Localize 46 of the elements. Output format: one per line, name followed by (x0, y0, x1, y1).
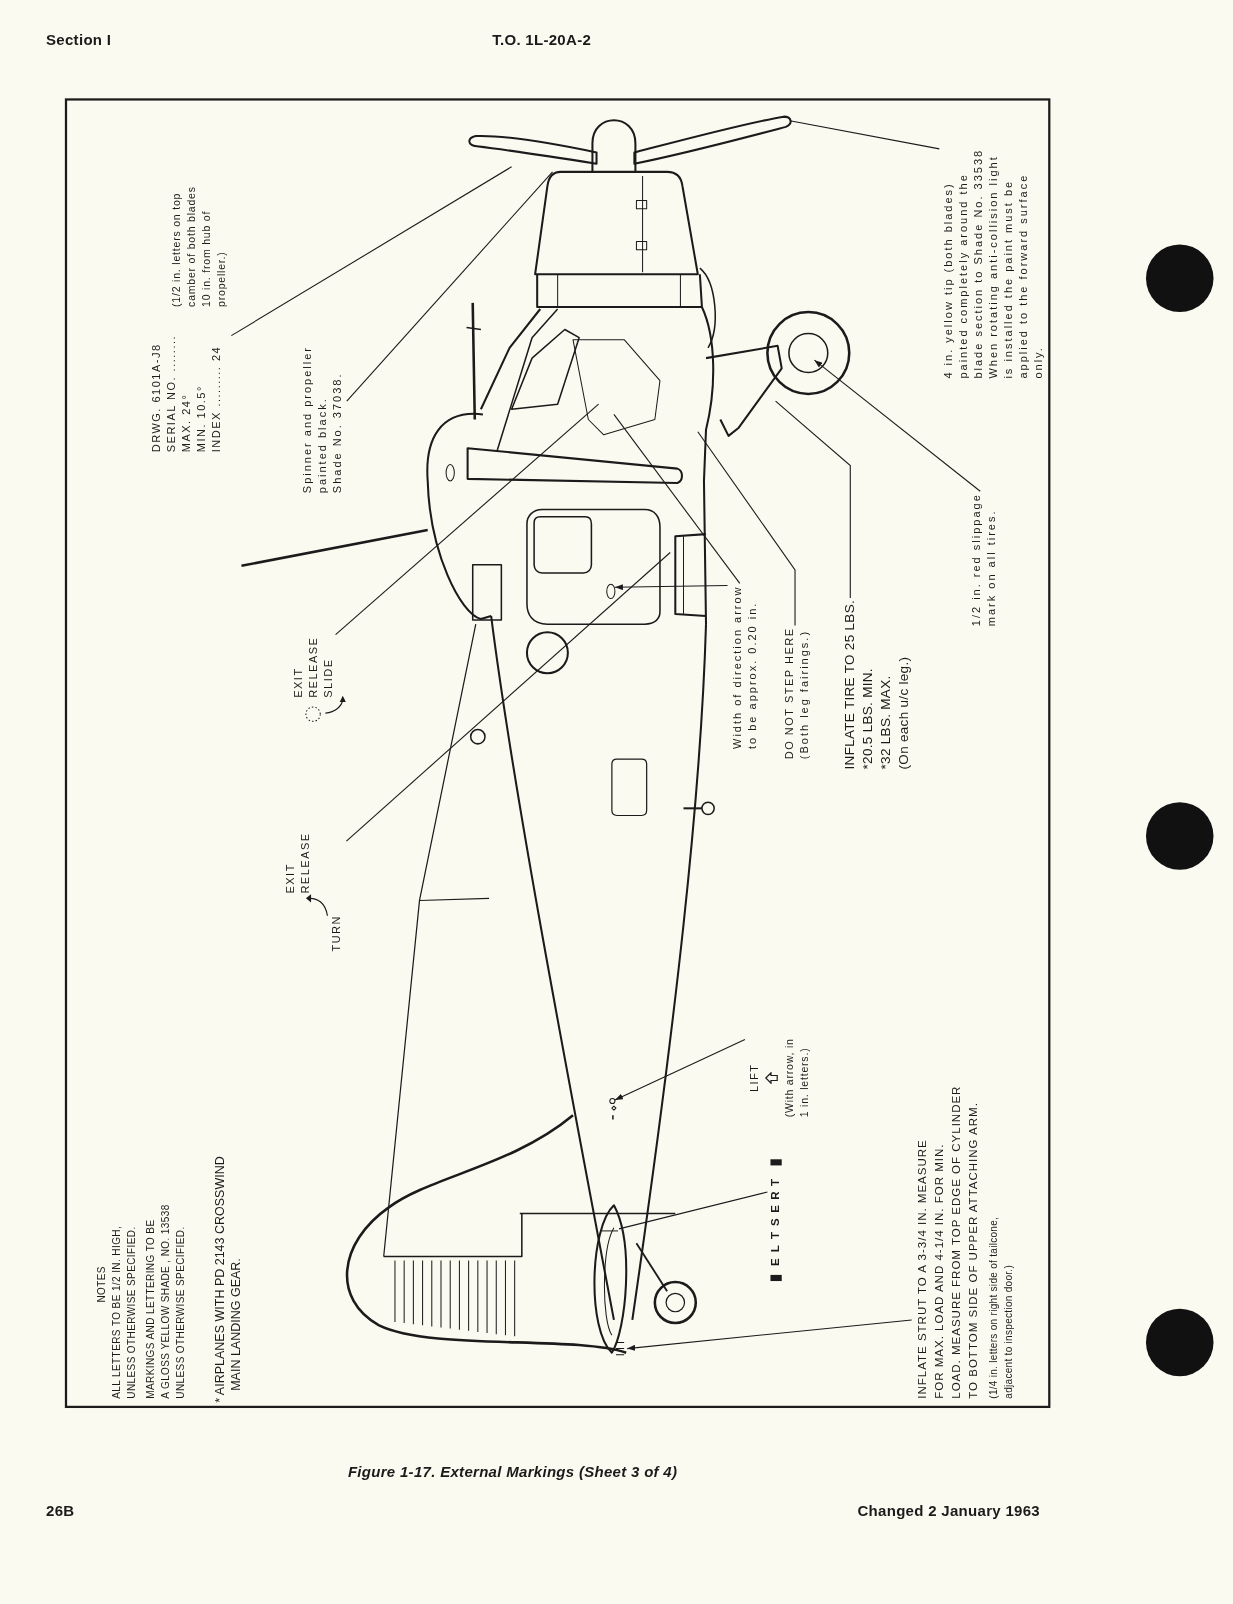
leader-line (697, 431, 796, 626)
leader-line (789, 120, 940, 150)
leader-line (614, 1039, 746, 1101)
note-text: * AIRPLANES WITH PD 2143 CROSSWIND MAIN LANDING GEAR. (211, 1156, 244, 1403)
callout-note: TURN (329, 915, 344, 952)
change-date: Changed 2 January 1963 (857, 1502, 1040, 1520)
leader-line (626, 1319, 913, 1351)
document-number: T.O. 1L-20A-2 (492, 30, 592, 48)
figure-caption: Figure 1-17. External Markings (Sheet 3 of 4) (347, 1463, 678, 1481)
callout-text: (On each u/c leg.) (895, 656, 913, 770)
callout-note: (With arrow, in 1 in. letters.) (781, 1038, 811, 1118)
callout-text: MAX. 24° (179, 393, 194, 453)
callout-text: *32 LBS. MAX. (877, 675, 895, 770)
note-text: MARKINGS AND LETTERING TO BE A GLOSS YELLOW SHADE , NO. 13538 UNLESS OTHERWISE SPECIFIED. (144, 1204, 188, 1399)
callout-text: Width of direction arrow to be approx. 0.20 in. (729, 585, 759, 749)
callout-note: (1/2 in. letters on top camber of both blades 10 in. from hub of propeller.) (169, 186, 229, 307)
callout-text: *20.5 LBS. MIN. (859, 668, 877, 770)
leader-line (346, 171, 554, 402)
callout-text: EXIT RELEASE (283, 832, 313, 894)
callout-text: 1/2 in. red slippage mark on all tires. (968, 493, 998, 627)
leader-line (618, 1191, 768, 1230)
callout-text: DRWG. 6101A-J8 (149, 343, 164, 453)
callout-text: INDEX ......... 24 (209, 345, 224, 453)
leader-line (230, 166, 513, 337)
leader-line (345, 552, 671, 842)
leader-line (775, 400, 851, 599)
stencil-text: TRESTLE (769, 1177, 783, 1268)
callout-text: (Both leg fairings.) (796, 629, 811, 760)
section-header: Section I (46, 30, 112, 48)
leader-line (614, 584, 729, 591)
leader-line (335, 403, 600, 636)
notes-heading: NOTES (95, 1266, 109, 1303)
leader-line (813, 359, 981, 492)
callout-text: 4 in. yellow tip (both blades) painted completely around the blade section to Shade No. 33538 When rotating anti-collision light is installed the paint must be applied to the forward surface only. (941, 148, 1046, 379)
callout-text: LIFT (746, 1063, 761, 1093)
callout-text: Spinner and propeller painted black. Shade No. 37038. (299, 346, 344, 494)
callout-text: INFLATE STRUT TO A 3-3/4 IN. MEASURE FOR MAX. LOAD AND 4-1/4 IN. FOR MIN. LOAD. MEASURE FROM TOP EDGE OF CYLINDER TO BOTTOM SIDE OF UPPER ATTACHING ARM. (914, 1085, 980, 1399)
note-text: ALL LETTERS TO BE 1/2 IN. HIGH, UNLESS OTHERWISE SPECIFIED. (110, 1225, 139, 1399)
callout-text: EXIT RELEASE SLIDE (290, 636, 335, 698)
callout-text: INFLATE TIRE TO 25 LBS. (841, 600, 859, 770)
callout-text: SERIAL NO. ........ (164, 334, 179, 453)
callout-text: DO NOT STEP HERE (781, 627, 796, 760)
callout-text: (1/4 in. letters on right side of tailcone, adjacent to inspection door.) (986, 1216, 1015, 1399)
leader-line (613, 413, 741, 584)
page-number: 26B (46, 1502, 75, 1520)
callout-text: MIN. 10.5° (194, 385, 209, 453)
